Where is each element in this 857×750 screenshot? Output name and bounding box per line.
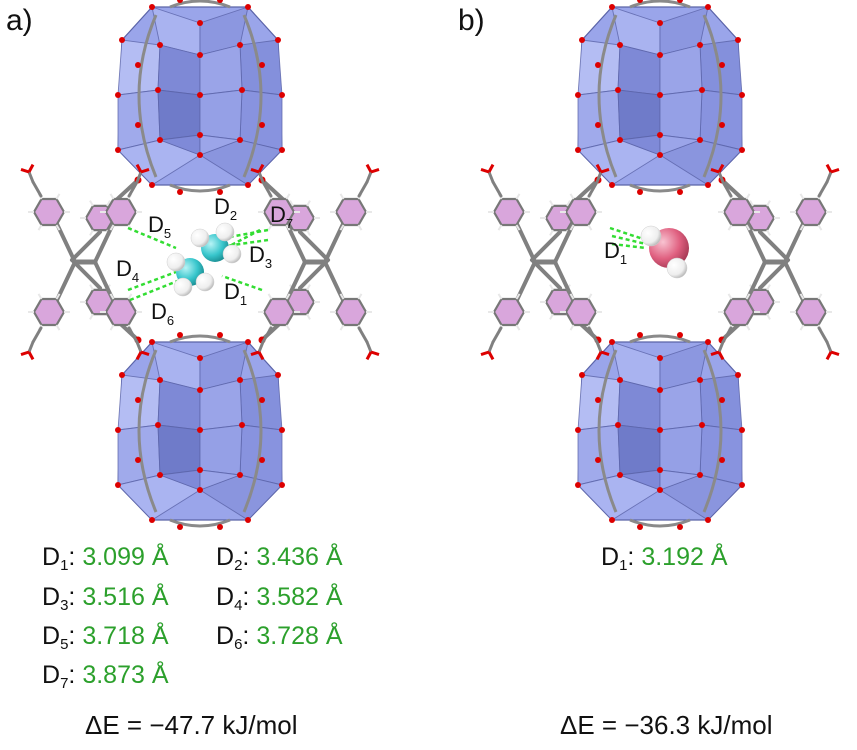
polyhedral-cluster-icon: [575, 0, 745, 195]
d1-label: D1: [224, 279, 247, 308]
distance-labels: D5 D2 D7 D3 D4 D1 D6 D1: [116, 194, 627, 328]
polyhedral-cluster-icon: [115, 0, 285, 195]
distance-row-d3: D3: 3.516 Å: [42, 583, 169, 614]
distance-row-d4: D4: 3.582 Å: [216, 583, 343, 614]
phenyl-ring-icon: [722, 197, 756, 227]
phenyl-ring-icon: [104, 197, 138, 227]
phenyl-ring-icon: [104, 297, 138, 327]
tetratopic-linker: [250, 163, 380, 361]
phenyl-ring-icon: [794, 197, 828, 227]
b-distance-row-d1: D1: 3.192 Å: [601, 543, 728, 574]
panel-b-energy: ΔE = −36.3 kJ/mol: [560, 710, 773, 740]
phenyl-ring-icon: [262, 297, 296, 327]
tetratopic-linker: [480, 163, 610, 361]
distance-row-d1: D1: 3.099 Å: [42, 543, 169, 574]
tetratopic-linker: [20, 163, 150, 361]
panel-a-label: a): [6, 4, 33, 37]
d3-label: D3: [249, 242, 272, 271]
panel-b-label: b): [458, 4, 485, 37]
distance-row-d2: D2: 3.436 Å: [216, 543, 343, 574]
phenyl-ring-icon: [722, 297, 756, 327]
phenyl-ring-icon: [492, 297, 526, 327]
polyhedral-cluster-icon: [115, 332, 285, 530]
phenyl-ring-icon: [32, 297, 66, 327]
phenyl-ring-icon: [334, 197, 368, 227]
d6-label: D6: [151, 299, 174, 328]
phenyl-ring-icon: [564, 297, 598, 327]
phenyl-ring-icon: [32, 197, 66, 227]
distance-row-d5: D5: 3.718 Å: [42, 622, 169, 653]
panel-b-framework: [480, 0, 840, 530]
b-d1-label: D1: [604, 238, 627, 267]
d4-label: D4: [116, 256, 139, 285]
distance-row-d7: D7: 3.873 Å: [42, 661, 169, 692]
interaction-lines: [609, 226, 647, 250]
polyhedral-cluster-icon: [575, 332, 745, 530]
d7-label: D7: [270, 202, 293, 231]
d5-label: D5: [148, 212, 171, 241]
phenyl-ring-icon: [334, 297, 368, 327]
phenyl-ring-icon: [492, 197, 526, 227]
panel-a-framework: [20, 0, 380, 530]
panel-a-energy: ΔE = −47.7 kJ/mol: [85, 710, 298, 740]
water-molecule-icon: [640, 225, 689, 279]
phenyl-ring-icon: [794, 297, 828, 327]
interaction-lines: [127, 226, 269, 302]
tetratopic-linker: [710, 163, 840, 361]
ethane-molecule-icon: [166, 222, 242, 297]
phenyl-ring-icon: [564, 197, 598, 227]
d2-label: D2: [214, 194, 237, 223]
distance-row-d6: D6: 3.728 Å: [216, 622, 343, 653]
